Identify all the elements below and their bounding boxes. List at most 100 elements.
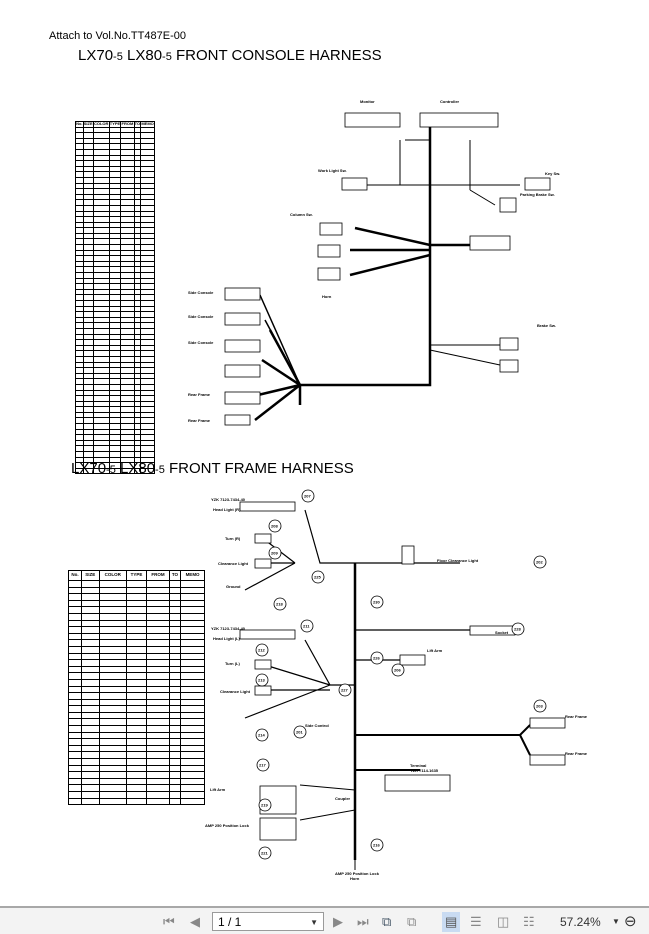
table-cell: [140, 406, 155, 413]
table-row: [67, 659, 205, 667]
table-row: [67, 645, 205, 654]
table-cell: [92, 467, 110, 475]
reference-number: 228: [514, 627, 521, 632]
table-cell: [120, 389, 135, 397]
table-cell: [92, 294, 110, 301]
reference-number: 213: [258, 678, 265, 683]
table-cell: [140, 322, 155, 329]
table-row: [75, 350, 155, 357]
table-cell: [120, 322, 135, 329]
table-row: [75, 288, 155, 296]
table-row: [75, 344, 155, 352]
table-cell: [92, 311, 110, 318]
table-cell: [140, 294, 155, 301]
next-page-icon[interactable]: ▶: [333, 914, 343, 929]
table-cell: [92, 300, 110, 307]
table-header: COLOR: [98, 570, 127, 581]
table-cell: [120, 294, 135, 301]
table-row: [75, 462, 155, 469]
table-cell: [140, 423, 155, 430]
table-cell: [82, 283, 94, 290]
console-harness-wires: [254, 120, 520, 421]
table-cell: [82, 456, 94, 464]
table-cell: [140, 383, 155, 391]
next-view-icon[interactable]: ⧉: [407, 914, 417, 929]
first-page-icon[interactable]: ⏮: [163, 914, 175, 929]
svg-text:Side Console: Side Console: [188, 340, 214, 345]
table-row: [75, 417, 155, 425]
table-cell: [82, 322, 94, 329]
table-cell: [82, 439, 94, 447]
zoom-level[interactable]: 57.24%: [560, 915, 601, 929]
table-cell: [140, 361, 155, 369]
svg-text:YZK 7114-1635: YZK 7114-1635: [410, 768, 439, 773]
console-connectors: [224, 112, 551, 426]
two-page-continuous-icon[interactable]: ☷: [523, 914, 535, 929]
svg-text:Socket: Socket: [495, 630, 509, 635]
table-cell: [140, 378, 155, 385]
reference-circle: [338, 683, 352, 697]
table-cell: [140, 417, 155, 425]
table-cell: [92, 350, 110, 357]
two-page-icon[interactable]: ◫: [497, 914, 510, 929]
table-cell: [82, 339, 94, 346]
table-row: [75, 294, 155, 301]
reference-number: 216: [373, 843, 380, 848]
continuous-icon[interactable]: ☰: [470, 914, 482, 929]
table-cell: [120, 417, 135, 425]
table-cell: [140, 266, 155, 273]
table-row: [67, 797, 205, 806]
reference-number: 227: [341, 688, 348, 693]
single-page-icon[interactable]: ▤: [442, 912, 461, 932]
table-cell: [82, 462, 94, 469]
table-cell: [120, 350, 135, 357]
reference-number: 211: [303, 624, 310, 629]
reference-number: 221: [261, 851, 268, 856]
last-page-icon[interactable]: ⏭: [357, 914, 369, 929]
table-cell: [92, 389, 110, 397]
table-cell: [92, 333, 110, 341]
reference-number: 209: [271, 551, 278, 556]
table-cell: [92, 322, 110, 329]
pdf-page: Attach to Vol.No.TT487E-00 LX70-5 LX80-5…: [49, 30, 588, 881]
svg-text:Lift Arm: Lift Arm: [210, 787, 226, 792]
previous-view-icon[interactable]: ⧉: [382, 914, 392, 929]
table-row: [75, 277, 155, 285]
table-header: FROM: [120, 121, 135, 128]
table-cell: [140, 311, 155, 318]
table-cell: [92, 260, 110, 268]
svg-text:Side Console: Side Console: [188, 290, 214, 295]
table-row: [75, 383, 155, 391]
svg-text:Lift Arm: Lift Arm: [427, 648, 443, 653]
table-cell: [180, 797, 205, 806]
table-row: [67, 665, 205, 674]
table-row: [75, 221, 155, 229]
table-cell: [120, 311, 135, 318]
zoom-dropdown-icon[interactable]: ▼: [612, 917, 620, 926]
svg-text:Rear Frame: Rear Frame: [565, 751, 588, 756]
svg-text:Side Console: Side Console: [188, 314, 214, 319]
table-cell: [120, 439, 135, 447]
table-cell: [92, 406, 110, 413]
svg-text:Parking Brake Sw.: Parking Brake Sw.: [520, 192, 555, 197]
table-cell: [92, 361, 110, 369]
table-row: [75, 266, 155, 273]
zoom-out-icon[interactable]: ⊖: [624, 913, 637, 930]
table-cell: [82, 272, 94, 279]
svg-text:YZK 7123-7434-40: YZK 7123-7434-40: [211, 626, 246, 631]
table-cell: [82, 328, 94, 335]
reference-number: 225: [314, 575, 321, 580]
svg-text:AMP 250 Position Lock: AMP 250 Position Lock: [205, 823, 250, 828]
prev-page-icon[interactable]: ◀: [190, 914, 200, 929]
table-cell: [92, 400, 110, 408]
table-row: [75, 428, 155, 436]
table-cell: [82, 395, 94, 402]
svg-text:Controller: Controller: [440, 99, 460, 104]
table-cell: [120, 462, 135, 469]
attach-note: Attach to Vol.No.TT487E-00: [49, 30, 186, 42]
reference-circle: [268, 519, 282, 533]
table-row: [67, 685, 205, 694]
page-number-input[interactable]: 1 / 1▼: [212, 912, 324, 931]
table-cell: [92, 339, 110, 346]
chevron-down-icon[interactable]: ▼: [310, 918, 318, 927]
